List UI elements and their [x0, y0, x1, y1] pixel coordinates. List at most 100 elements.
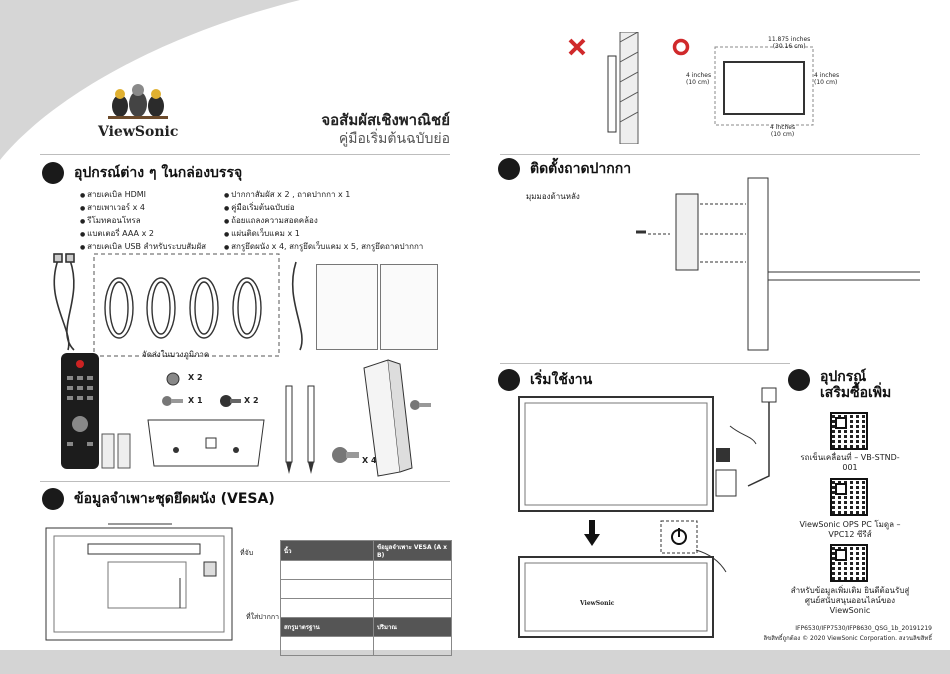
table-cell — [373, 598, 452, 618]
qr-caption: สำหรับข้อมูลเพิ่มเติม ยินดีต้อนรับสู่ศูน… — [790, 586, 910, 615]
pen-tray-section-title: ติดตั้งถาดปากกา — [498, 158, 631, 180]
dimension-label: (10 cm) — [814, 79, 838, 86]
power-cable-diagram — [715, 387, 777, 497]
dimension-label: (10 cm) — [770, 131, 795, 138]
table-header-cell: ข้อมูลจำเพาะ VESA (A x B) — [373, 540, 452, 561]
dimension-right: 4 inches (10 cm) — [814, 72, 839, 86]
pen-tray-title: ติดตั้งถาดปากกา — [530, 161, 632, 177]
dimension-label: (30.16 cm) — [772, 43, 806, 50]
divider — [500, 154, 920, 155]
dimension-left: 4 inches (10 cm) — [686, 72, 711, 86]
list-item: สกรูยึดผนัง x 4, สกรูยึดเว็บแคม x 5, สกร… — [224, 241, 423, 254]
getting-started-section-title: เริ่มใช้งาน — [498, 369, 592, 391]
brand-logo-text: ViewSonic — [98, 124, 179, 140]
screw-icon — [332, 447, 359, 463]
list-item: สายเคเบิล USB สำหรับระบบสัมผัส — [80, 241, 206, 254]
qty-label: X 2 — [244, 396, 259, 405]
dimension-label: 4 inches — [770, 124, 796, 131]
screen-brand-text: ViewSonic — [580, 600, 615, 607]
qty-label: X 2 — [188, 373, 203, 382]
table-cell — [280, 636, 374, 656]
qr-code-mobile-cart[interactable] — [830, 412, 868, 450]
dimension-label: 4 inches — [814, 72, 840, 79]
incorrect-mount-icon — [568, 38, 586, 56]
vesa-section-title: ข้อมูลจำเพาะชุดยึดผนัง (VESA) — [42, 488, 275, 510]
section-bullet-icon — [42, 162, 64, 184]
section-bullet-icon — [498, 369, 520, 391]
table-cell — [373, 636, 452, 656]
accessories-title-line1: อุปกรณ์ — [820, 369, 867, 385]
screw-icon — [162, 396, 183, 406]
footer-copyright: ลิขสิทธิ์ถูกต้อง © 2020 ViewSonic Corpor… — [763, 635, 932, 642]
divider — [500, 363, 790, 364]
batteries-image — [101, 433, 131, 469]
display-back-diagram — [45, 523, 233, 641]
dimension-label: 11.875 inches — [768, 36, 811, 43]
list-item: แผ่นติดเว็บแคม x 1 — [224, 228, 423, 241]
wall-mount-side-diagram — [607, 32, 639, 144]
compliance-statement-image — [380, 264, 438, 350]
power-button-icon — [660, 520, 727, 573]
qr-code-ops-pc[interactable] — [830, 478, 868, 516]
list-item: แบตเตอรี่ AAA x 2 — [80, 228, 206, 241]
qty-label: X 1 — [188, 396, 203, 405]
birds-logo-icon — [108, 84, 168, 119]
dimension-label: 4 inches — [686, 72, 712, 79]
vesa-spec-table: นิ้ว ข้อมูลจำเพาะ VESA (A x B) สกรูมาตรฐ… — [280, 540, 452, 656]
table-header-cell: ปริมาณ — [373, 617, 452, 637]
section-bullet-icon — [788, 369, 810, 391]
stylus-pens-image — [285, 385, 315, 474]
webcam-bracket-image — [147, 419, 265, 467]
pen-tray-image — [363, 359, 413, 477]
correct-mount-icon — [672, 38, 690, 56]
display-on-diagram — [518, 556, 714, 638]
table-cell — [373, 560, 452, 580]
rear-view-label: มุมมองด้านหลัง — [526, 192, 580, 201]
table-header-cell: สกรูมาตรฐาน — [280, 617, 374, 637]
bottom-band — [0, 650, 950, 674]
table-header-cell: นิ้ว — [280, 540, 374, 561]
accessories-section-title: อุปกรณ์ เสริมซื้อเพิ่ม — [788, 369, 891, 401]
divider — [40, 481, 450, 482]
list-item: สายเพาเวอร์ x 4 — [80, 202, 206, 215]
page-title: จอสัมผัสเชิงพาณิชย์ — [321, 111, 450, 129]
table-cell — [280, 598, 374, 618]
screw-icon — [410, 400, 431, 410]
in-box-title: อุปกรณ์ต่าง ๆ ในกล่องบรรจุ — [74, 165, 243, 181]
in-box-list-left: สายเคเบิล HDMI สายเพาเวอร์ x 4 รีโมทคอนโ… — [80, 189, 206, 254]
in-box-list-right: ปากกาสัมผัส x 2 , ถาดปากกา x 1 คู่มือเริ… — [224, 189, 423, 254]
regional-note: จัดส่งในบางภูมิภาค — [142, 350, 210, 359]
getting-started-title: เริ่มใช้งาน — [530, 372, 593, 388]
cables-illustration — [53, 253, 303, 357]
dimension-top: 11.875 inches (30.16 cm) — [768, 36, 810, 50]
handle-label: ที่จับ — [240, 549, 254, 557]
table-cell — [280, 560, 374, 580]
qr-caption: รถเข็นเคลื่อนที่ – VB-STND-001 — [800, 453, 900, 472]
list-item: รีโมทคอนโทรล — [80, 215, 206, 228]
display-front-diagram — [518, 396, 714, 512]
qr-code-support[interactable] — [830, 544, 868, 582]
dimension-bottom: 4 inches (10 cm) — [770, 124, 795, 138]
screw-icon — [166, 372, 180, 386]
remote-control-image — [61, 353, 99, 469]
table-cell — [280, 579, 374, 599]
section-bullet-icon — [42, 488, 64, 510]
pen-tray-install-diagram — [636, 177, 920, 351]
vesa-title: ข้อมูลจำเพาะชุดยึดผนัง (VESA) — [74, 491, 275, 507]
divider — [40, 154, 450, 155]
qr-caption: ViewSonic OPS PC โมดูล – VPC12 ซีรีส์ — [799, 520, 901, 539]
accessories-title-line2: เสริมซื้อเพิ่ม — [820, 385, 892, 401]
screw-icon — [220, 395, 241, 407]
page-subtitle: คู่มือเริ่มต้นฉบับย่อ — [338, 131, 450, 147]
list-item: ถ้อยแถลงความสอดคล้อง — [224, 215, 423, 228]
pen-holder-label: ที่ใส่ปากกา — [246, 613, 280, 621]
footer-model: IFP6530/IFP7530/IFP8630_QSG_1b_20191219 — [795, 625, 932, 632]
in-box-section-title: อุปกรณ์ต่าง ๆ ในกล่องบรรจุ — [42, 162, 242, 184]
arrow-down-icon — [584, 520, 600, 546]
table-cell — [373, 579, 452, 599]
clearance-diagram — [714, 46, 814, 126]
quick-start-guide-image — [316, 264, 378, 350]
list-item: สายเคเบิล HDMI — [80, 189, 206, 202]
dimension-label: (10 cm) — [686, 79, 710, 86]
